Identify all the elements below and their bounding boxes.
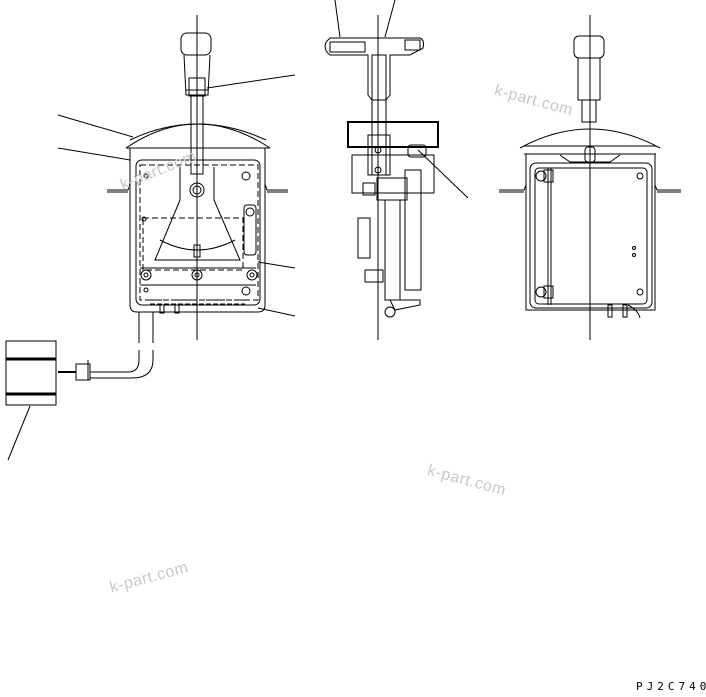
front-view: [6, 15, 295, 460]
leader-line-5: [258, 308, 295, 316]
leader-line-7: [335, 0, 340, 37]
leader-line-1: [207, 75, 295, 88]
drawing-code: PJ2C740: [636, 680, 706, 693]
leader-line-8: [385, 0, 395, 37]
leader-line-6: [8, 406, 30, 460]
rear-view: [499, 15, 681, 340]
leader-line-3: [58, 148, 130, 160]
leader-line-2: [58, 115, 133, 137]
leader-line-4: [258, 262, 295, 268]
front-lever-knob: [181, 33, 211, 55]
leader-line-9: [418, 150, 468, 198]
rear-lever-knob: [574, 36, 604, 58]
front-connector: [6, 341, 56, 405]
side-view: [325, 0, 468, 340]
